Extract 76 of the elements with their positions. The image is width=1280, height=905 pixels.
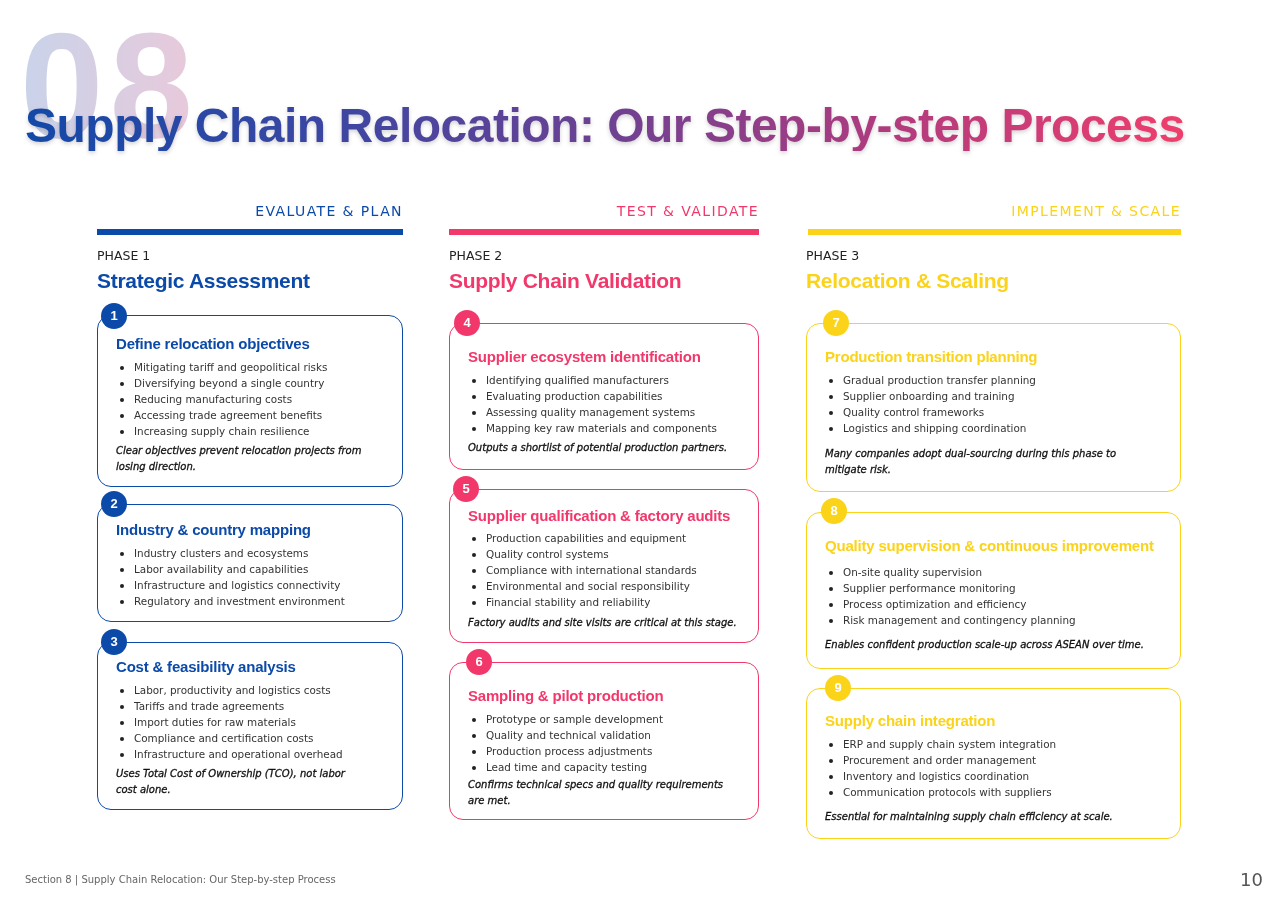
- number-badge: 4: [454, 310, 480, 336]
- bullet-item: Infrastructure and operational overhead: [120, 746, 343, 762]
- bullet-item: Import duties for raw materials: [120, 714, 296, 730]
- phase-title: Relocation & Scaling: [806, 268, 1009, 294]
- page-number: 10: [1240, 869, 1263, 891]
- bullet-item: Quality control frameworks: [829, 404, 985, 420]
- bullet-item: Inventory and logistics coordination: [829, 768, 1030, 784]
- bullet-item: Quality and technical validation: [472, 727, 651, 743]
- bullet-item: Identifying qualified manufacturers: [472, 372, 669, 388]
- bullet-item: Industry clusters and ecosystems: [120, 545, 309, 561]
- bullet-item: Evaluating production capabilities: [472, 388, 663, 404]
- bullet-item: Communication protocols with suppliers: [829, 784, 1052, 800]
- bullet-item: On-site quality supervision: [829, 564, 982, 580]
- step-note: Clear objectives prevent relocation projects from losing direction.: [116, 444, 363, 474]
- step-heading: Supplier qualification & factory audits: [468, 506, 732, 526]
- bullet-item: Increasing supply chain resilience: [120, 423, 310, 439]
- step-note: Many companies adopt dual-sourcing during this phase to mitigate risk.: [825, 447, 1118, 477]
- number-badge: 3: [101, 629, 127, 655]
- bullet-item: Mitigating tariff and geopolitical risks: [120, 359, 328, 375]
- step-note: Outputs a shortlist of potential production partners.: [468, 441, 729, 455]
- bullet-item: Procurement and order management: [829, 752, 1037, 768]
- bullet-item: Compliance with international standards: [472, 562, 697, 578]
- bullet-item: Risk management and contingency planning: [829, 612, 1076, 628]
- step-heading: Define relocation objectives: [116, 334, 311, 354]
- bullet-item: Production capabilities and equipment: [472, 530, 687, 546]
- footer-text: Section 8 | Supply Chain Relocation: Our Step-by-step Process: [25, 873, 336, 887]
- step-heading: Sampling & pilot production: [468, 686, 665, 706]
- number-badge: 6: [466, 649, 492, 675]
- step-note: Enables confident production scale-up across ASEAN over time.: [825, 638, 1145, 652]
- phase-tagline: EVALUATE & PLAN: [254, 202, 403, 221]
- bullet-item: Compliance and certification costs: [120, 730, 314, 746]
- bullet-item: Diversifying beyond a single country: [120, 375, 325, 391]
- phase-number: PHASE 1: [97, 247, 151, 265]
- bullet-item: Labor availability and capabilities: [120, 561, 309, 577]
- bullet-item: Reducing manufacturing costs: [120, 391, 293, 407]
- step-note: Confirms technical specs and quality requirements are met.: [468, 778, 725, 808]
- bullet-item: Quality control systems: [472, 546, 609, 562]
- bullet-item: Production process adjustments: [472, 743, 653, 759]
- bullet-item: Financial stability and reliability: [472, 594, 651, 610]
- step-note: Essential for maintaining supply chain efficiency at scale.: [825, 810, 1114, 824]
- bullet-item: Environmental and social responsibility: [472, 578, 690, 594]
- phase-number: PHASE 2: [449, 247, 503, 265]
- phase-title: Supply Chain Validation: [449, 268, 682, 294]
- bullet-item: ERP and supply chain system integration: [829, 736, 1057, 752]
- phase-title: Strategic Assessment: [97, 268, 310, 294]
- number-badge: 2: [101, 491, 127, 517]
- bullet-item: Assessing quality management systems: [472, 404, 696, 420]
- bullet-item: Accessing trade agreement benefits: [120, 407, 323, 423]
- bullet-item: Regulatory and investment environment: [120, 593, 345, 609]
- bullet-item: Infrastructure and logistics connectivity: [120, 577, 341, 593]
- phase-number: PHASE 3: [806, 247, 860, 265]
- number-badge: 9: [825, 675, 851, 701]
- bullet-item: Logistics and shipping coordination: [829, 420, 1027, 436]
- bullet-item: Supplier performance monitoring: [829, 580, 1016, 596]
- step-heading: Cost & feasibility analysis: [116, 657, 297, 677]
- step-heading: Quality supervision & continuous improvement: [825, 536, 1155, 556]
- bullet-item: Mapping key raw materials and components: [472, 420, 717, 436]
- phase-tagline: IMPLEMENT & SCALE: [1010, 202, 1181, 221]
- step-heading: Supply chain integration: [825, 711, 997, 731]
- bullet-item: Process optimization and efficiency: [829, 596, 1027, 612]
- bullet-item: Tariffs and trade agreements: [120, 698, 285, 714]
- bullet-item: Supplier onboarding and training: [829, 388, 1015, 404]
- step-note: Uses Total Cost of Ownership (TCO), not labor cost alone.: [116, 767, 347, 797]
- bullet-item: Prototype or sample development: [472, 711, 663, 727]
- number-badge: 8: [821, 498, 847, 524]
- step-heading: Production transition planning: [825, 347, 1039, 367]
- bullet-item: Labor, productivity and logistics costs: [120, 682, 331, 698]
- number-badge: 5: [453, 476, 479, 502]
- step-heading: Supplier ecosystem identification: [468, 347, 702, 367]
- step-note: Factory audits and site visits are critical at this stage.: [468, 616, 738, 630]
- bullet-item: Lead time and capacity testing: [472, 759, 648, 775]
- number-badge: 1: [101, 303, 127, 329]
- phase-tagline: TEST & VALIDATE: [615, 202, 759, 221]
- bullet-item: Gradual production transfer planning: [829, 372, 1036, 388]
- number-badge: 7: [823, 310, 849, 336]
- step-heading: Industry & country mapping: [116, 520, 312, 540]
